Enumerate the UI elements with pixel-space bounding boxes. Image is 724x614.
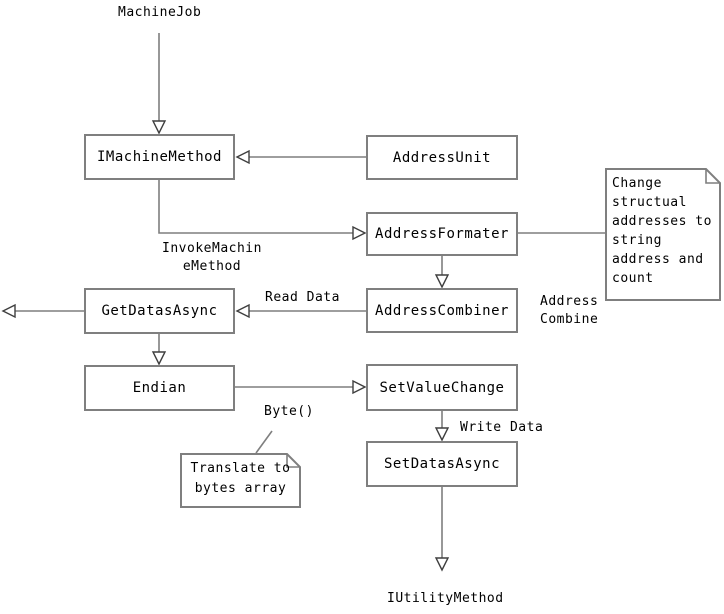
node-endian: Endian [84,365,235,411]
node-addressformater: AddressFormater [366,212,518,256]
node-setdatasasync: SetDatasAsync [366,441,518,487]
arrowhead-left-imachinemethod [235,149,250,165]
arrowhead-left-getdatasasync [235,303,250,319]
note-shape-change-structural [605,168,721,301]
node-imachinemethod: IMachineMethod [84,134,235,180]
note-translate-bytes: Translate to bytes array [190,461,291,496]
edge-label-address-combine: Address Combine [540,294,599,327]
node-label-machinejob: MachineJob [118,5,202,20]
edge-label-invoke-machine-method: InvokeMachin eMethod [162,241,262,274]
arrowhead-down-setdatasasync [434,427,450,442]
node-addressunit: AddressUnit [366,135,518,180]
arrowhead-down-imachinemethod [151,120,167,135]
note-shape-translate-bytes [180,453,301,508]
node-setvaluechange: SetValueChange [366,364,518,411]
arrowhead-right-addressformater [352,225,367,241]
arrowhead-down-endian [151,351,167,366]
connector-note-to-byte-label [255,430,273,454]
arrowhead-down-iutilitymethod [434,557,450,572]
note-fold-translate-bytes-icon [286,454,300,468]
arrowhead-down-addresscombiner [434,274,450,289]
node-getdatasasync: GetDatasAsync [84,288,235,334]
edge-label-write-data: Write Data [460,420,544,435]
edge-label-read-data: Read Data [265,290,340,305]
edge-label-byte: Byte() [264,404,314,419]
arrowhead-left-edge [1,303,16,319]
connector-imachinemethod-to-addressformater [158,180,353,234]
node-addresscombiner: AddressCombiner [366,288,518,333]
note-change-structural: Change structual addresses to string add… [612,176,712,286]
node-label-iutilitymethod: IUtilityMethod [387,591,504,606]
note-fold-change-structural-icon [705,169,720,184]
arrowhead-right-setvaluechange [352,379,367,395]
